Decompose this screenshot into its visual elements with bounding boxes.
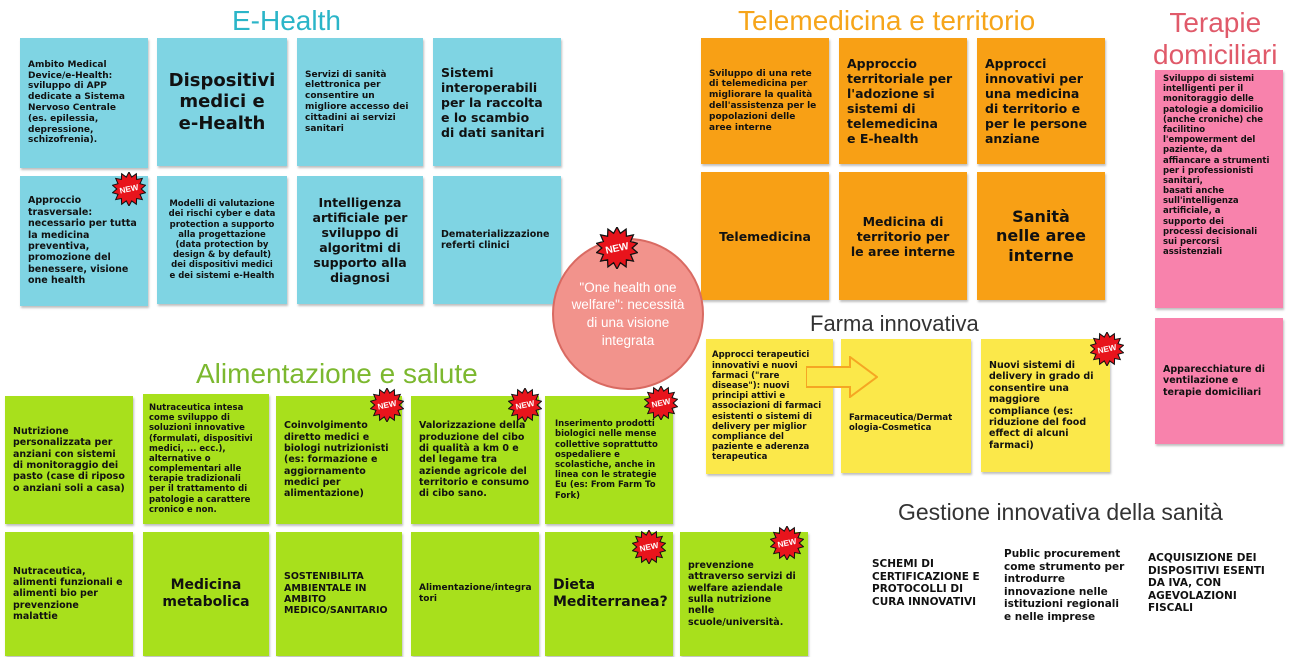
- farma-note-approcci-terapeutici: Approcci terapeutici innovativi e nuovi …: [706, 339, 833, 474]
- new-badge-icon: NEW: [632, 530, 666, 564]
- terapie-note-sistemi-intelligenti: Sviluppo di sistemi intelligenti per il …: [1155, 70, 1283, 308]
- alim-note-nutraceutica-alimenti: Nutraceutica, alimenti funzionali e alim…: [5, 532, 133, 656]
- new-badge-label: NEW: [515, 399, 536, 412]
- new-badge-label: NEW: [777, 537, 798, 550]
- farma-note-dermatologia: Farmaceutica/Dermat ologia-Cosmetica: [841, 339, 971, 473]
- new-badge-icon: NEW: [112, 172, 146, 206]
- new-badge-label: NEW: [651, 397, 672, 410]
- ehealth-note-sanita-elettronica: Servizi di sanità elettronica per consen…: [297, 38, 423, 166]
- new-badge-icon: NEW: [596, 227, 638, 269]
- tele-note-sanita-aree: Sanità nelle aree interne: [977, 172, 1105, 300]
- ehealth-note-intelligenza: Intelligenza artificiale per sviluppo di…: [297, 176, 423, 304]
- terapie-note-apparecchiature: Apparecchiature di ventilazione e terapi…: [1155, 318, 1283, 444]
- alim-note-nutraceutica-innovativa: Nutraceutica intesa come sviluppo di sol…: [143, 394, 269, 524]
- section-title-telemedicina: Telemedicina e territorio: [738, 5, 1036, 36]
- ehealth-note-dispositivi: Dispositivi medici e e-Health: [157, 38, 287, 166]
- tele-note-rete: Sviluppo di una rete di telemedicina per…: [701, 38, 829, 164]
- ehealth-note-interoperabili: Sistemi interoperabili per la raccolta e…: [433, 38, 561, 166]
- section-title-terapie: Terapie domiciliari: [1153, 7, 1278, 71]
- tele-note-telemedicina: Telemedicina: [701, 172, 829, 300]
- new-badge-label: NEW: [377, 399, 398, 412]
- new-badge-icon: NEW: [1090, 332, 1124, 366]
- new-badge-icon: NEW: [644, 386, 678, 420]
- section-title-farma: Farma innovativa: [810, 311, 979, 336]
- farma-note-delivery: Nuovi sistemi di delivery in grado di co…: [981, 339, 1110, 472]
- ehealth-note-cyber: Modelli di valutazione dei rischi cyber …: [157, 176, 287, 304]
- section-title-ehealth: E-Health: [232, 5, 341, 36]
- new-badge-icon: NEW: [370, 388, 404, 422]
- section-title-alimentazione: Alimentazione e salute: [196, 358, 478, 389]
- new-badge-label: NEW: [119, 183, 140, 196]
- new-badge-icon: NEW: [770, 526, 804, 560]
- alim-note-nutrizione-anziani: Nutrizione personalizzata per anziani co…: [5, 396, 133, 524]
- new-badge-label: NEW: [639, 541, 660, 554]
- alim-note-sostenibilita: SOSTENIBILITA AMBIENTALE IN AMBITO MEDIC…: [276, 532, 402, 656]
- arrow-right-icon: [806, 356, 878, 398]
- ehealth-note-app-snc: Ambito Medical Device/e-Health: sviluppo…: [20, 38, 148, 168]
- alim-note-prevenzione-welfare: prevenzione attraverso servizi di welfar…: [680, 532, 808, 656]
- alim-note-coinvolgimento: Coinvolgimento diretto medici e biologi …: [276, 396, 402, 524]
- gestione-item-schemi: SCHEMI DI CERTIFICAZIONE E PROTOCOLLI DI…: [872, 558, 980, 608]
- one-health-circle: "One health one welfare": necessità di u…: [552, 238, 704, 390]
- gestione-item-acquisizione: ACQUISIZIONE DEI DISPOSITIVI ESENTI DA I…: [1148, 552, 1265, 615]
- gestione-item-procurement: Public procurement come strumento per in…: [1004, 548, 1125, 623]
- ehealth-note-dematerializzazione: Dematerializzazione referti clinici: [433, 176, 561, 304]
- tele-note-approccio-territoriale: Approccio territoriale per l'adozione si…: [839, 38, 967, 164]
- tele-note-medicina-territorio: Medicina di territorio per le aree inter…: [839, 172, 967, 300]
- section-title-gestione: Gestione innovativa della sanità: [898, 499, 1223, 525]
- new-badge-label: NEW: [1097, 343, 1118, 356]
- new-badge-icon: NEW: [508, 388, 542, 422]
- tele-note-approcci-innovativi: Approcci innovativi per una medicina di …: [977, 38, 1105, 164]
- new-badge-label: NEW: [605, 241, 631, 257]
- alim-note-prodotti-biologici: Inserimento prodotti biologici nelle men…: [545, 396, 673, 524]
- alim-note-medicina-metabolica: Medicina metabolica: [143, 532, 269, 656]
- alim-note-integratori: Alimentazione/integra tori: [411, 532, 539, 656]
